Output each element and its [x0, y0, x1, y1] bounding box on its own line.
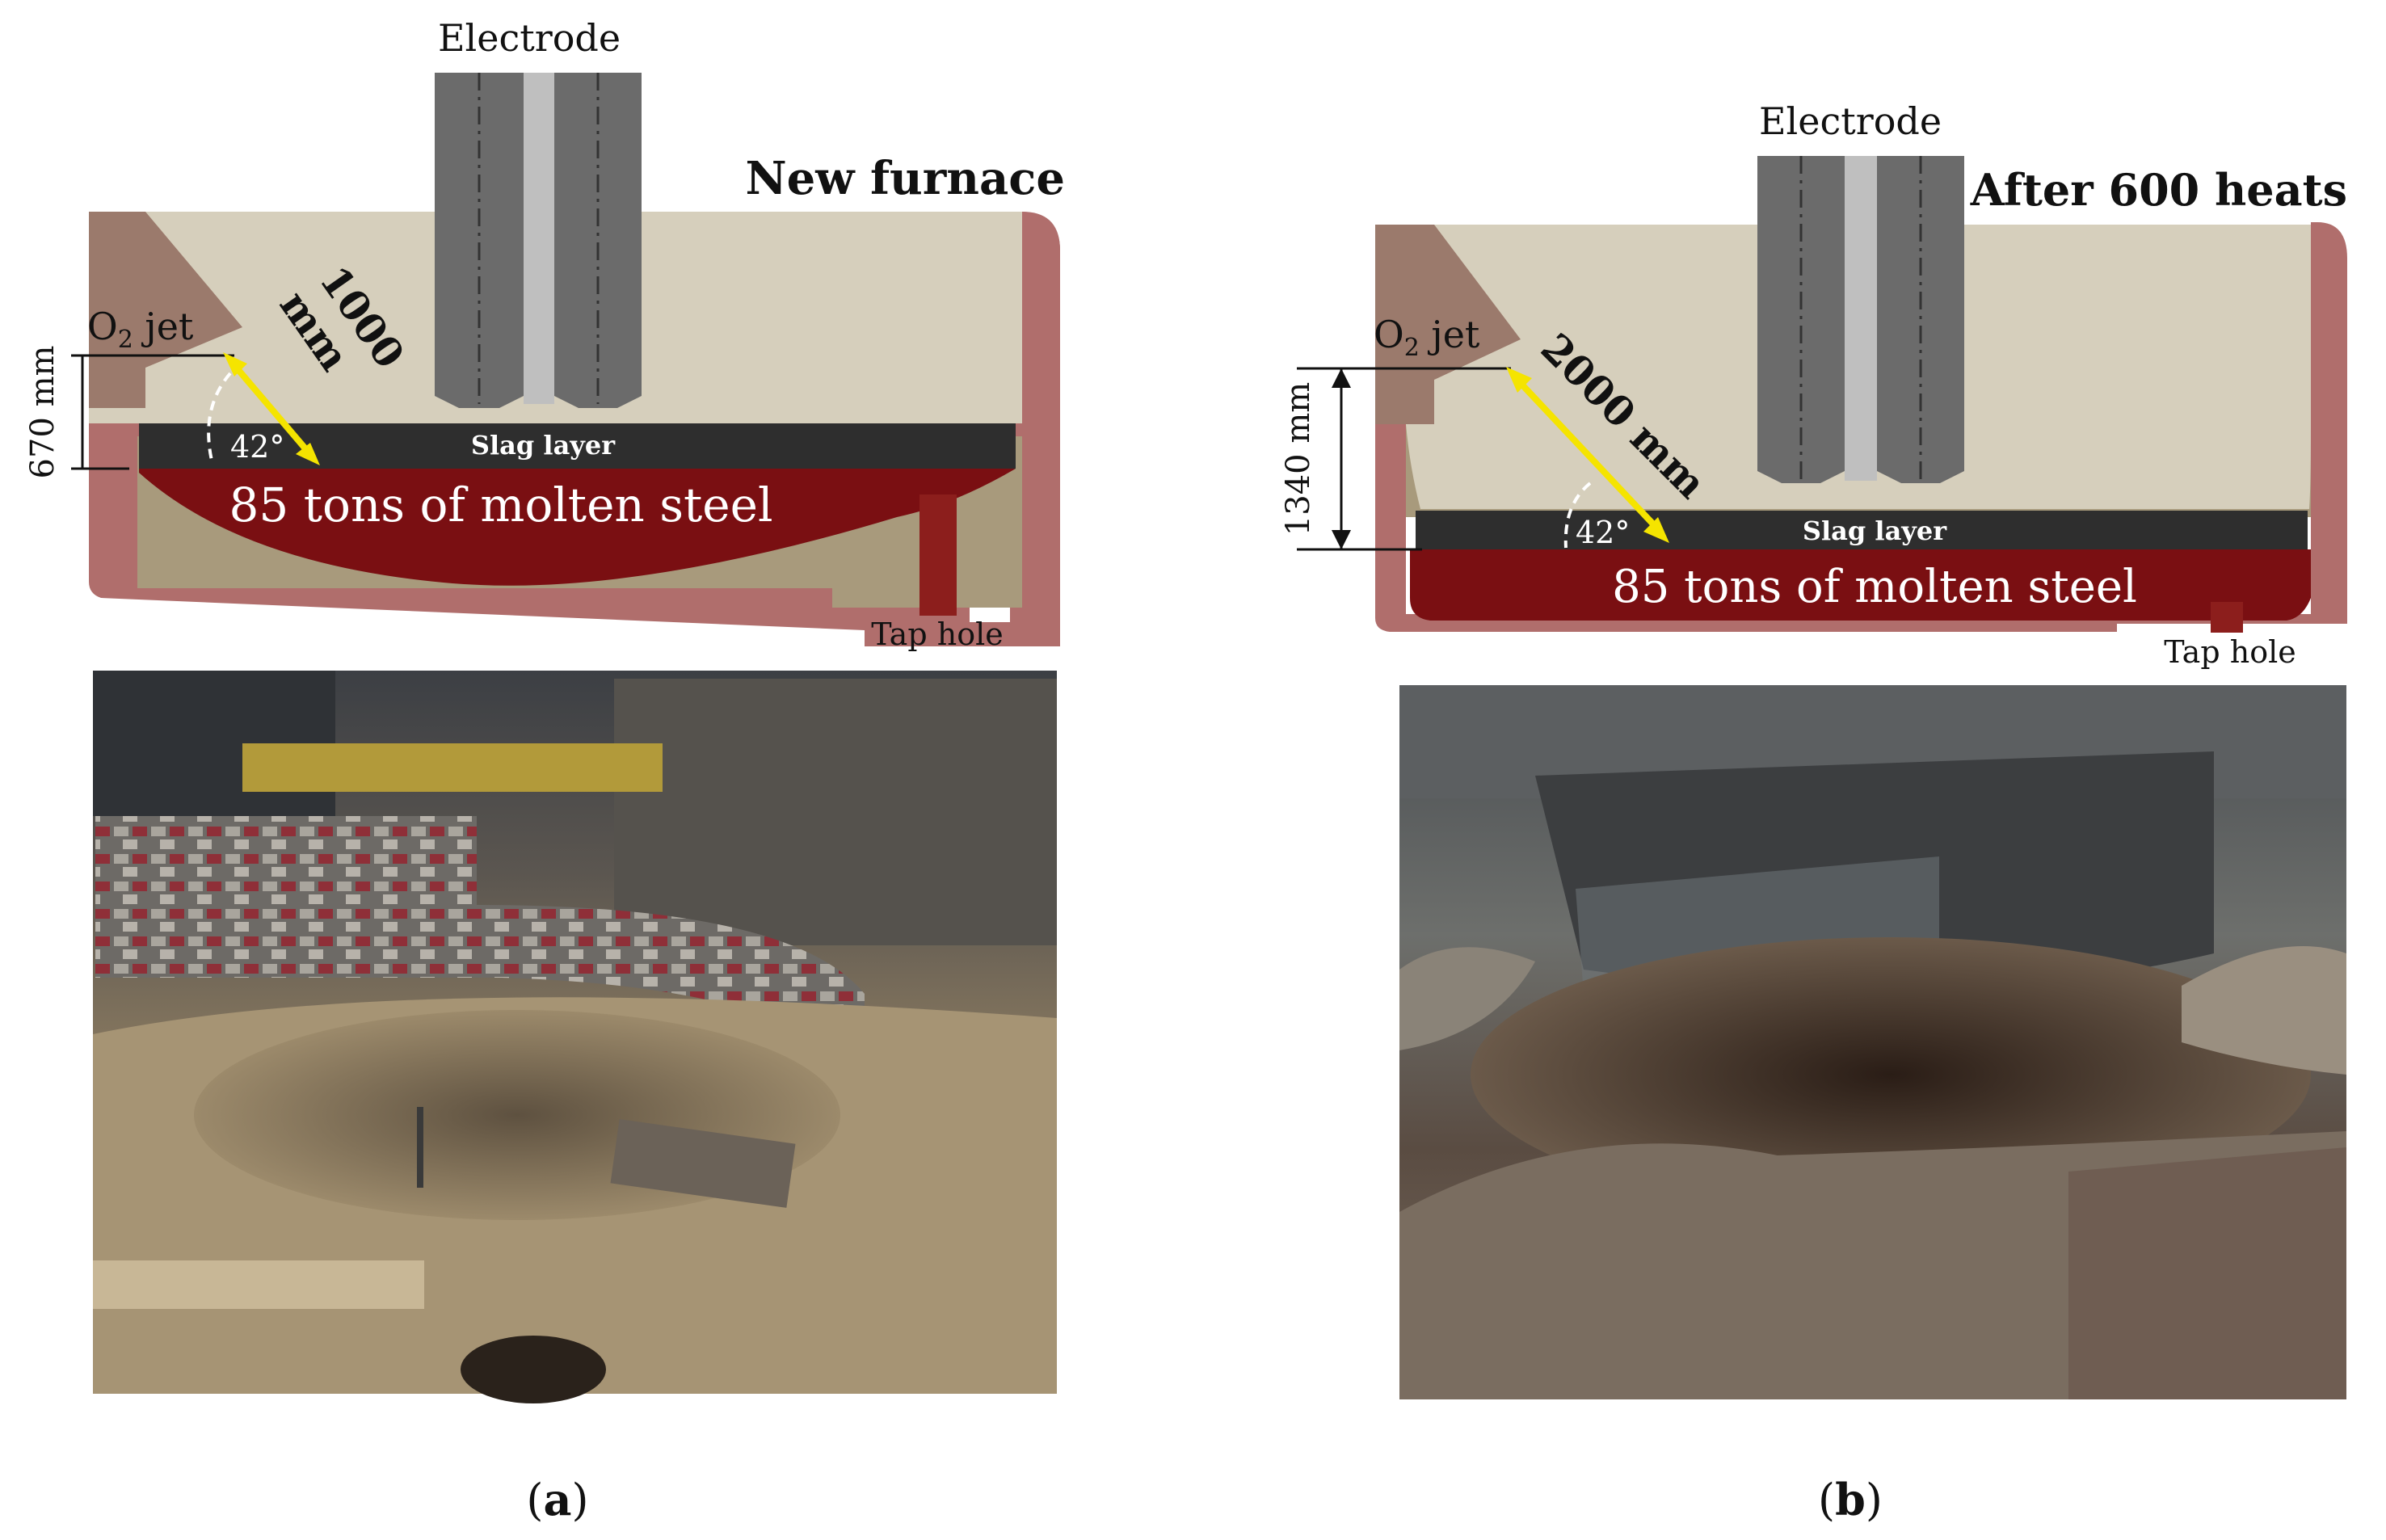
panel-a-steel-label: 85 tons of molten steel	[229, 478, 772, 532]
panel-b-caption-letter: b	[1835, 1474, 1866, 1525]
panel-a-diagram: Electrode New furnace O2 jet 1000 mm 42°…	[24, 16, 1065, 652]
panel-a-electrode-label: Electrode	[438, 16, 621, 60]
panel-a-electrode-center	[524, 73, 554, 404]
panel-b-diagram: Electrode After 600 heats O2 jet 2000 mm…	[1280, 99, 2347, 670]
panel-a-jet-rest: jet	[133, 305, 194, 348]
panel-b-title: After 600 heats	[1970, 164, 2347, 216]
panel-b-caption: (b)	[1818, 1474, 1883, 1525]
panel-a-caption-letter: a	[544, 1474, 572, 1525]
panel-a-caption: (a)	[526, 1474, 588, 1525]
panel-a-jet-o: O	[87, 305, 118, 348]
panel-b-right-wall	[2311, 225, 2347, 624]
panel-a-molten-steel	[139, 469, 1016, 586]
panel-b-taphole-label: Tap hole	[2164, 634, 2296, 670]
panel-b-taphole-channel	[2211, 602, 2243, 633]
panel-b-jet-arrow	[1515, 377, 1660, 532]
panel-a-slag-layer	[139, 423, 1016, 469]
panel-a-title: New furnace	[745, 152, 1065, 205]
panel-a-right-wall	[1022, 212, 1060, 614]
panel-a-jet-arrow	[231, 363, 312, 455]
panel-b-electrode-label: Electrode	[1759, 99, 1942, 143]
panel-b-molten-steel	[1410, 549, 2311, 621]
panel-b-photo	[1399, 685, 2346, 1399]
panel-b-wall-block	[1375, 225, 1521, 424]
panel-b-height-label: 1340 mm	[1280, 382, 1317, 536]
panel-b-angle-label: 42°	[1576, 515, 1630, 550]
panel-a-taphole-channel	[919, 494, 957, 616]
panel-a-jet-sub: 2	[118, 326, 133, 354]
panel-a-wall-block	[89, 212, 242, 408]
panel-a-jet-label: O2 jet	[87, 305, 194, 354]
panel-b-steel-label: 85 tons of molten steel	[1612, 561, 2137, 613]
panel-b-jet-label: O2 jet	[1374, 313, 1480, 362]
panel-a-photo	[93, 671, 1057, 1403]
panel-b-jet-sub: 2	[1404, 334, 1420, 362]
panel-b-jet-o: O	[1374, 313, 1404, 356]
panel-a-taphole-label: Tap hole	[871, 616, 1003, 652]
panel-b-jet-rest: jet	[1420, 313, 1480, 356]
panel-a-slag-label: Slag layer	[471, 430, 616, 461]
panel-b-electrode-center	[1845, 156, 1877, 481]
panel-a-angle-label: 42°	[230, 429, 284, 465]
panel-a-height-label: 670 mm	[24, 346, 61, 479]
panel-b-slag-label: Slag layer	[1803, 515, 1947, 546]
